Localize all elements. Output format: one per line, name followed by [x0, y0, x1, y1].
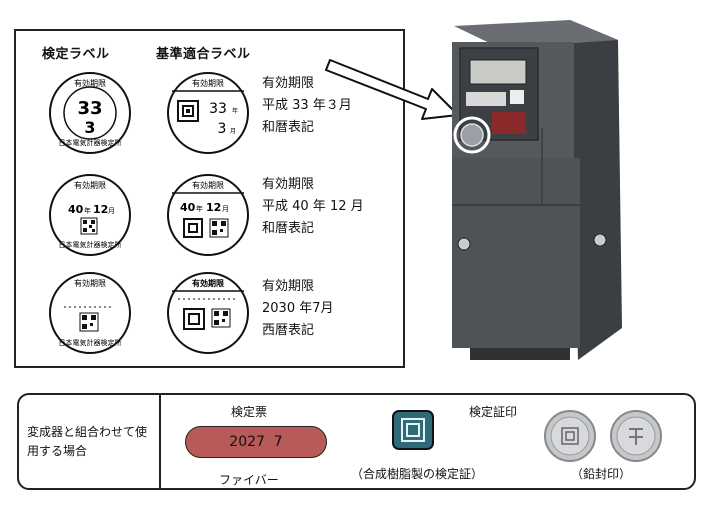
screw-icon [457, 237, 471, 251]
seal-ring-top-text: 有効期限 [74, 180, 106, 190]
seal-ring-top-text: 有効期限 [192, 78, 224, 88]
seal-year-char: 年 [84, 206, 91, 215]
standard-seal-heisei33: 有効期限 33 年 3 月 [167, 72, 249, 154]
meter-base [470, 348, 570, 360]
qr-code-icon [211, 308, 231, 328]
electric-meter-illustration [452, 20, 622, 360]
seal-year-text: 33 [77, 98, 102, 119]
row1-desc-line1: 有効期限 [262, 76, 315, 91]
seal-ring-bottom-text: 日本電気計器検定所 [59, 338, 122, 347]
qr-code-icon [79, 312, 99, 332]
qr-code-icon [80, 217, 98, 235]
standard-label-header: 基準適合ラベル [156, 47, 251, 62]
seal-ring-top-text: 有効期限 [74, 78, 106, 88]
seal-ring-top-text: 有効期限 [192, 180, 224, 190]
pointer-arrow [325, 59, 459, 120]
seal-ring-bottom-text: 日本電気計器検定所 [59, 240, 122, 249]
row3-desc-line2: 2030 年7月 [262, 301, 334, 316]
meter-side-panel [570, 20, 622, 360]
row3-desc-line1: 有効期限 [262, 279, 315, 294]
lead-seal-front-icon [544, 410, 596, 462]
seal-ring-top-text: 有効期限 [192, 278, 224, 288]
condition-text: 変成器と組合わせて使用する場合 [27, 425, 148, 458]
standard-seal-2030: 有効期限 [167, 272, 249, 354]
seal-year-char: 年 [196, 204, 203, 213]
seal-month-text: 3 [84, 118, 95, 137]
qr-code-icon [209, 218, 229, 238]
seal-highlight-ring [453, 116, 491, 154]
seal-ring-bottom-text: 日本電気計器検定所 [59, 138, 122, 147]
cert-label: 検定証印 [469, 405, 518, 419]
inspection-label-header: 検定ラベル [42, 47, 110, 62]
seal-year-char: 年 [232, 107, 238, 115]
screw-icon [593, 233, 607, 247]
seal-month-text: 3 [218, 121, 227, 137]
plastic-seal-icon [392, 410, 434, 450]
meter-red-badge [492, 112, 526, 134]
kai-mark-icon [183, 218, 203, 238]
row1-desc-line2: 平成 33 年３月 [262, 98, 352, 113]
label-panel: 検定ラベル 基準適合ラベル 有効期限 日本電気計器検定所 33 3 有効期限 3… [14, 29, 405, 368]
ticket-label: 検定票 [231, 405, 268, 419]
inspection-seal-heisei33: 有効期限 日本電気計器検定所 33 3 [49, 72, 131, 154]
seal-month-char: 月 [108, 207, 115, 215]
seal-month-char: 月 [230, 128, 236, 135]
lead-seal-back-icon [610, 410, 662, 462]
seal-month-text: 12 [206, 201, 221, 214]
seal-month-text: 12 [93, 203, 108, 216]
seal-year-text: 40 [180, 201, 196, 214]
row3-desc-line3: 西暦表記 [262, 323, 315, 338]
inspection-seal-heisei40: 有効期限 日本電気計器検定所 40 年 12 月 [49, 174, 131, 256]
row2-desc-line3: 和暦表記 [262, 221, 315, 236]
row1-desc-line3: 和暦表記 [262, 120, 315, 135]
seal-year-text: 33 [209, 101, 227, 117]
row3-description: 有効期限 2030 年7月 西暦表記 [262, 276, 334, 342]
row2-description: 有効期限 平成 40 年 12 月 和暦表記 [262, 174, 364, 240]
kai-mark-icon [177, 100, 199, 122]
seal-ring-top-text: 有効期限 [74, 278, 106, 288]
lcd-display [469, 59, 527, 85]
kai-mark-icon [183, 308, 205, 330]
ticket-value: 2027 7 [185, 426, 327, 458]
box-divider [159, 395, 161, 488]
seal-icon [460, 123, 484, 147]
row2-desc-line1: 有効期限 [262, 177, 315, 192]
fiber-label: ファイバー [219, 473, 279, 487]
lead-caption: （鉛封印） [571, 467, 632, 481]
cert-caption: （合成樹脂製の検定証） [351, 467, 484, 481]
transformer-usage-box: 変成器と組合わせて使用する場合 検定票 2027 7 ファイバー 検定証印 （合… [17, 393, 696, 490]
qr-code-icon [510, 90, 524, 104]
meter-front-lower [452, 158, 580, 348]
meter-top-face [454, 20, 618, 48]
nameplate [466, 92, 506, 106]
seal-year-text: 40 [68, 203, 84, 216]
inspection-seal-2030: 有効期限 日本電気計器検定所 [49, 272, 131, 354]
standard-seal-heisei40: 有効期限 40 年 12 月 [167, 174, 249, 256]
row2-desc-line2: 平成 40 年 12 月 [262, 199, 364, 214]
seal-month-char: 月 [222, 205, 229, 213]
row1-description: 有効期限 平成 33 年３月 和暦表記 [262, 73, 352, 139]
